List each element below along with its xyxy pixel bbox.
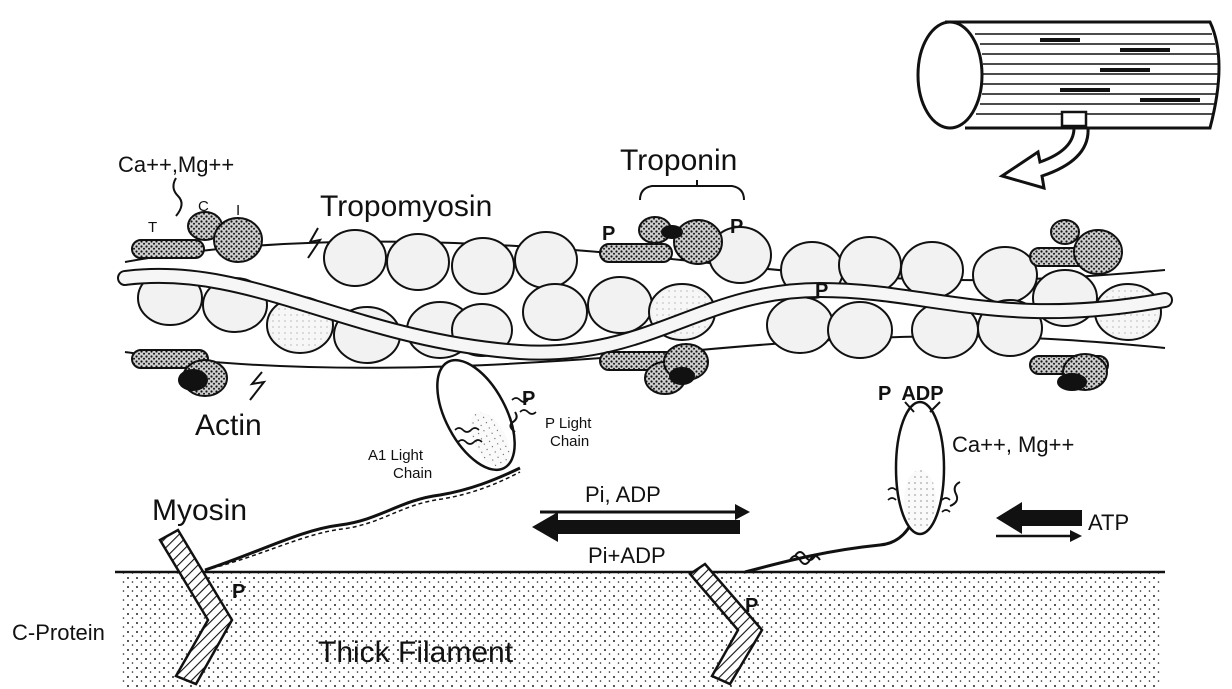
pi-plus-adp-label: Pi+ADP xyxy=(588,543,666,568)
ca-mg-label-right: Ca++, Mg++ xyxy=(952,432,1074,457)
thick-filament-body xyxy=(120,572,1160,689)
arrow-pi-adp-reverse xyxy=(532,512,740,542)
thick-filament-label: Thick Filament xyxy=(318,636,514,669)
pi-adp-label: Pi, ADP xyxy=(585,482,661,507)
muscle-fiber-inset xyxy=(918,22,1219,128)
myosin-head-right xyxy=(745,402,950,572)
arrow-atp-reverse xyxy=(996,502,1082,534)
troponin-complex-right-bottom xyxy=(1030,354,1108,390)
a1-light-chain-label-2: Chain xyxy=(393,465,432,482)
troponin-complex-right-top xyxy=(1030,220,1122,274)
c-protein-label: C-Protein xyxy=(12,620,105,645)
troponin-complex-left-bottom xyxy=(132,350,227,396)
phospho-c-protein-right: P xyxy=(745,595,758,617)
ca-mg-label-left: Ca++,Mg++ xyxy=(118,152,234,177)
myosin-label: Myosin xyxy=(152,494,247,527)
a1-light-chain-label-1: A1 Light xyxy=(368,447,424,464)
troponin-t-label: T xyxy=(148,219,157,236)
phospho-c-protein-left: P xyxy=(232,581,245,603)
phospho-tropomyosin: P xyxy=(815,280,828,302)
phospho-light-chain: P xyxy=(522,388,535,410)
tropomyosin-label: Tropomyosin xyxy=(320,190,492,223)
troponin-i-label: I xyxy=(236,202,240,219)
troponin-complex-center-top xyxy=(600,217,722,264)
troponin-complex-center-bottom xyxy=(600,344,708,394)
zoom-arrow xyxy=(1002,128,1088,188)
p-light-chain-label-1: P Light xyxy=(545,415,592,432)
p-adp-label: P ADP xyxy=(878,383,944,405)
phospho-troponin-right: P xyxy=(730,216,743,238)
actin-label: Actin xyxy=(195,409,262,442)
atp-label: ATP xyxy=(1088,510,1129,535)
troponin-c-label: C xyxy=(198,198,209,215)
p-light-chain-label-2: Chain xyxy=(550,433,589,450)
troponin-label: Troponin xyxy=(620,144,737,177)
phospho-troponin-left: P xyxy=(602,223,615,245)
arrow-atp-forward xyxy=(996,530,1082,542)
